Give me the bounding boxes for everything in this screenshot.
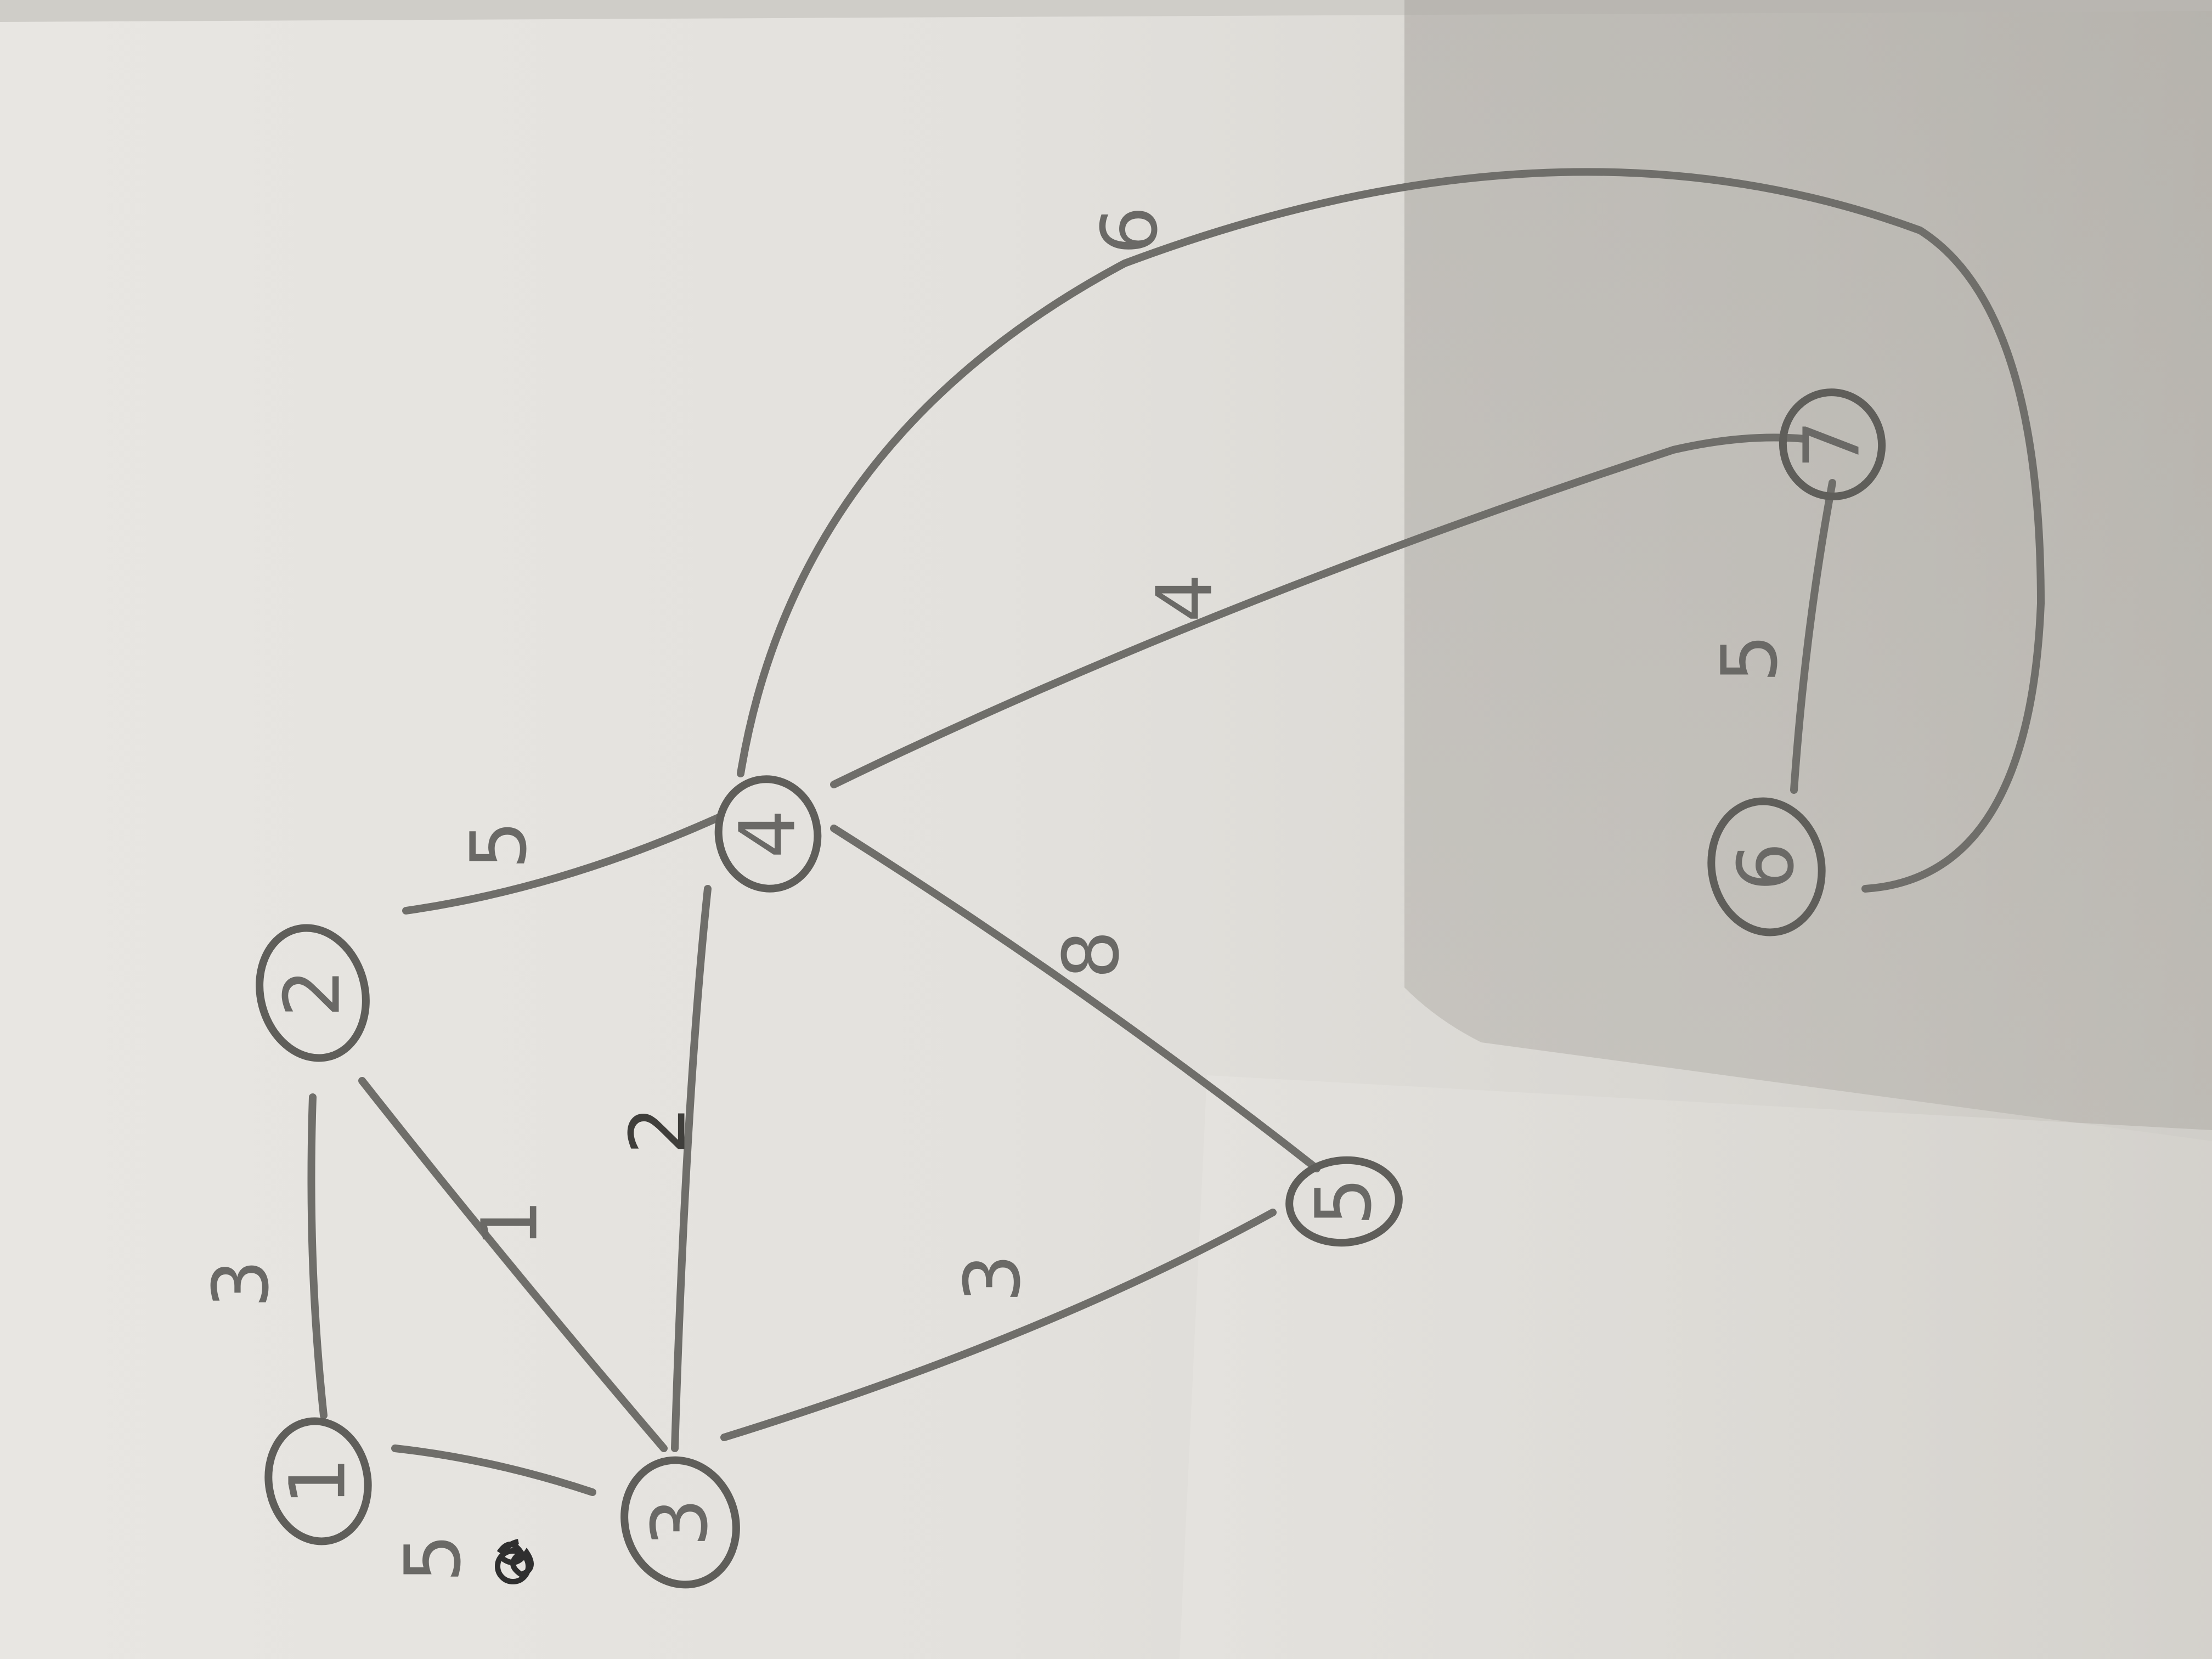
edge-n3-n5 — [720, 1209, 1277, 1441]
node-n3 — [620, 1456, 740, 1589]
nodes-layer — [256, 388, 1886, 1589]
paper-lower-band — [1180, 1075, 2212, 1659]
node-n4 — [714, 775, 822, 893]
node-labels: 1 2 3 4 5 6 7 — [268, 420, 1877, 1547]
node-n7 — [1779, 388, 1886, 500]
node-label-n3: 3 — [636, 1498, 725, 1547]
edge-n1-n3 — [391, 1444, 596, 1496]
node-n2 — [256, 924, 370, 1062]
edge-n2-n3 — [358, 1077, 668, 1452]
node-label-n6: 6 — [1722, 842, 1812, 891]
edge-n4-n6 — [737, 168, 2045, 893]
edge-weight-e23: 1 — [466, 1199, 555, 1248]
edge-weight-e12: 3 — [197, 1259, 286, 1308]
edge-n6-n7 — [1790, 479, 1836, 794]
node-label-n4: 4 — [724, 809, 813, 858]
node-label-n7: 7 — [1788, 420, 1877, 469]
edge-n4-n5 — [830, 825, 1321, 1172]
edge-weight-e34: 2 — [614, 1105, 703, 1154]
edge-n4-n7 — [830, 433, 1809, 788]
edge-weight-e67: 5 — [1706, 634, 1795, 682]
scribble-mark — [495, 1539, 534, 1584]
edge-n1-n2 — [307, 1093, 328, 1419]
node-label-n5: 5 — [1300, 1177, 1389, 1226]
node-n1 — [264, 1417, 372, 1545]
edge-weights: 5 3 1 2 5 3 8 4 6 5 — [197, 206, 1795, 1582]
node-label-n1: 1 — [274, 1457, 363, 1505]
edge-n2-n4 — [402, 814, 723, 915]
edge-weight-e46: 6 — [1086, 206, 1175, 255]
edge-n3-n4 — [671, 885, 712, 1452]
node-n5 — [1285, 1156, 1403, 1247]
edge-weight-e47: 4 — [1141, 573, 1230, 622]
edge-weight-e24: 5 — [455, 820, 544, 869]
edge-weight-e13: 5 — [389, 1533, 478, 1582]
paper-shadow — [1404, 0, 2212, 1141]
node-n6 — [1707, 797, 1826, 936]
node-label-n2: 2 — [268, 968, 358, 1017]
edges-layer — [307, 168, 2045, 1496]
edge-weight-e45: 8 — [1047, 930, 1137, 979]
edge-weight-e35: 3 — [949, 1254, 1038, 1302]
